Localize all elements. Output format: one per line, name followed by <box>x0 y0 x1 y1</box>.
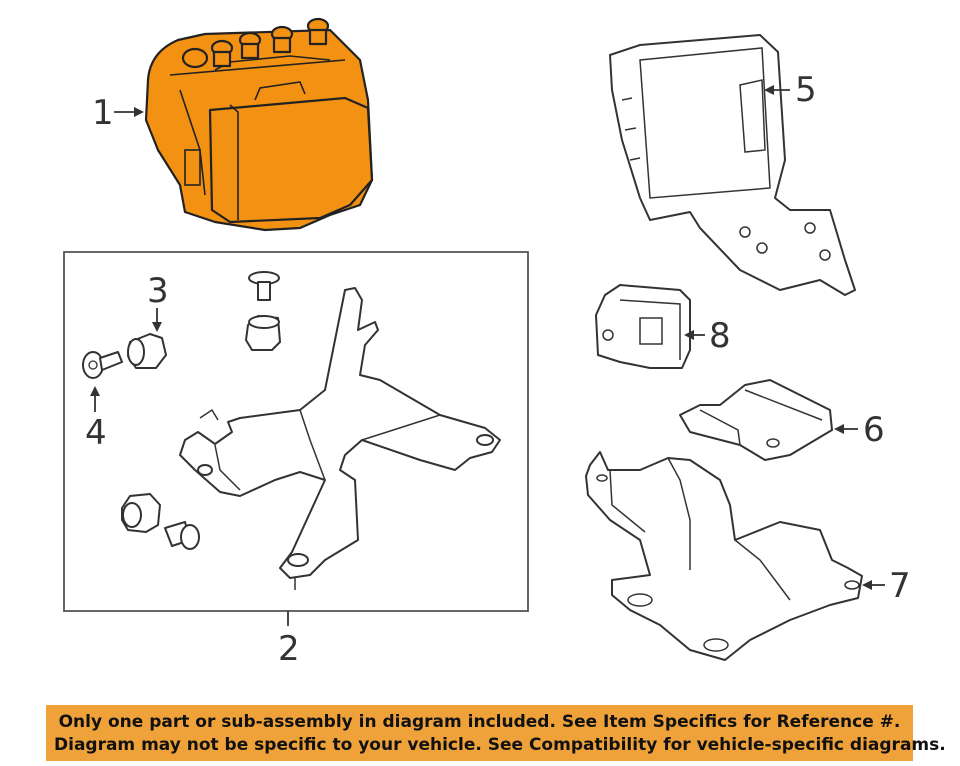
callout-2: 2 <box>278 629 300 669</box>
callout-label-7: 7 <box>889 566 911 606</box>
abs-bracket-part-2[interactable] <box>179 287 501 590</box>
callout-3: 3 <box>147 271 169 332</box>
callout-label-2: 2 <box>278 629 300 669</box>
callout-label-3: 3 <box>147 271 169 311</box>
disclaimer-line-1: Only one part or sub-assembly in diagram… <box>58 712 901 732</box>
disclaimer-line-2: Diagram may not be specific to your vehi… <box>54 735 946 755</box>
grommet-part-3[interactable] <box>127 333 167 369</box>
callout-1: 1 <box>92 93 144 133</box>
bracket-grommet-bottom[interactable] <box>121 493 200 550</box>
callout-label-6: 6 <box>863 410 885 450</box>
bolt-part-4[interactable] <box>82 351 123 379</box>
callout-label-1: 1 <box>92 93 114 133</box>
callout-8: 8 <box>684 316 731 356</box>
module-part-6[interactable] <box>679 379 833 461</box>
disclaimer-banner: Only one part or sub-assembly in diagram… <box>46 705 946 761</box>
callout-label-5: 5 <box>795 70 817 110</box>
callout-label-8: 8 <box>709 316 731 356</box>
bracket-grommet-top[interactable] <box>245 271 281 351</box>
lower-bracket-part-7[interactable] <box>585 451 863 661</box>
callout-6: 6 <box>834 410 885 450</box>
callout-5: 5 <box>764 70 817 110</box>
callout-label-4: 4 <box>85 413 107 453</box>
bracket-kit-frame <box>63 251 529 626</box>
abs-actuator-part-1[interactable] <box>144 17 374 232</box>
callout-4: 4 <box>85 386 107 453</box>
callout-7: 7 <box>862 566 911 606</box>
sensor-part-8[interactable] <box>595 284 691 369</box>
ecu-bracket-part-5[interactable] <box>609 34 856 296</box>
parts-diagram: 1 2 3 4 5 6 7 8 <box>63 17 911 669</box>
